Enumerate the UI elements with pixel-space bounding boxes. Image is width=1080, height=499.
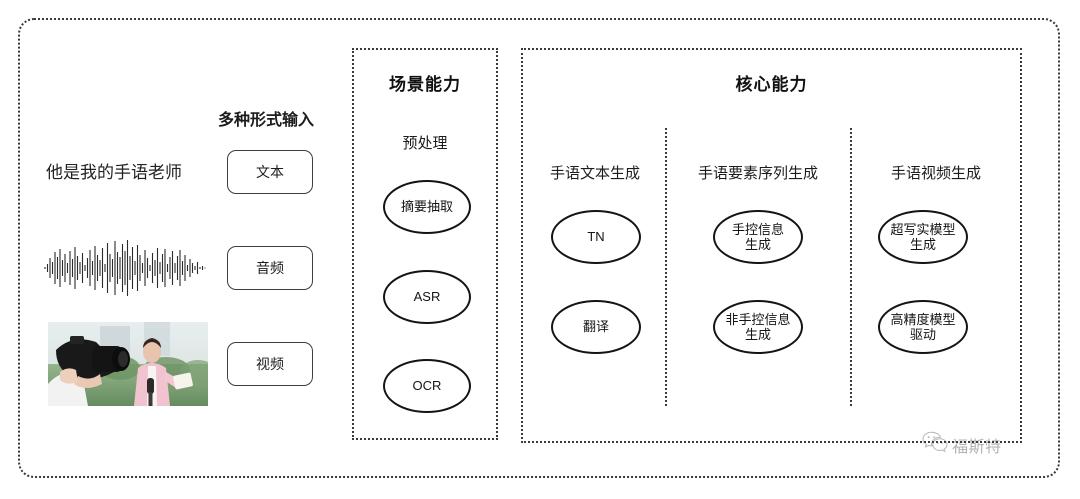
scene-node-ocr[interactable]: OCR	[383, 359, 471, 413]
video-thumbnail	[48, 322, 208, 406]
core-node-high-precision-model-drive[interactable]: 高精度模型 驱动	[878, 300, 968, 354]
outer-frame	[18, 18, 1060, 478]
watermark-label: 福斯特	[952, 438, 1002, 456]
watermark: 福斯特	[922, 431, 1002, 458]
input-section-caption: 多种形式输入	[218, 112, 315, 129]
core-column-divider-1	[665, 128, 667, 406]
core-panel-title: 核心能力	[735, 75, 808, 94]
audio-waveform-icon	[44, 238, 206, 298]
input-text-sample: 他是我的手语老师	[46, 163, 182, 182]
core-column-divider-2	[850, 128, 852, 406]
modality-chip-video[interactable]: 视频	[227, 342, 313, 386]
core-column-header-sign-video: 手语视频生成	[890, 165, 981, 182]
modality-chip-audio[interactable]: 音频	[227, 246, 313, 290]
core-column-header-sign-text: 手语文本生成	[549, 165, 640, 182]
core-node-translation[interactable]: 翻译	[551, 300, 641, 354]
scene-panel-title: 场景能力	[389, 75, 461, 94]
scene-group-header-preprocess: 预处理	[402, 135, 448, 152]
wechat-icon	[922, 431, 948, 458]
scene-capability-panel: 场景能力 预处理 摘要抽取 ASR OCR	[352, 48, 498, 440]
core-node-nonmanual-signal-generation[interactable]: 非手控信息 生成	[713, 300, 803, 354]
scene-node-asr[interactable]: ASR	[383, 270, 471, 324]
core-node-manual-signal-generation[interactable]: 手控信息 生成	[713, 210, 803, 264]
core-node-photorealistic-model-generation[interactable]: 超写实模型 生成	[878, 210, 968, 264]
core-node-tn[interactable]: TN	[551, 210, 641, 264]
core-column-header-element-sequence: 手语要素序列生成	[697, 165, 818, 182]
scene-node-summary-extraction[interactable]: 摘要抽取	[383, 180, 471, 234]
modality-chip-text[interactable]: 文本	[227, 150, 313, 194]
core-capability-panel: 核心能力 手语文本生成 TN 翻译 手语要素序列生成 手控信息 生成 非手控信息…	[521, 48, 1022, 443]
